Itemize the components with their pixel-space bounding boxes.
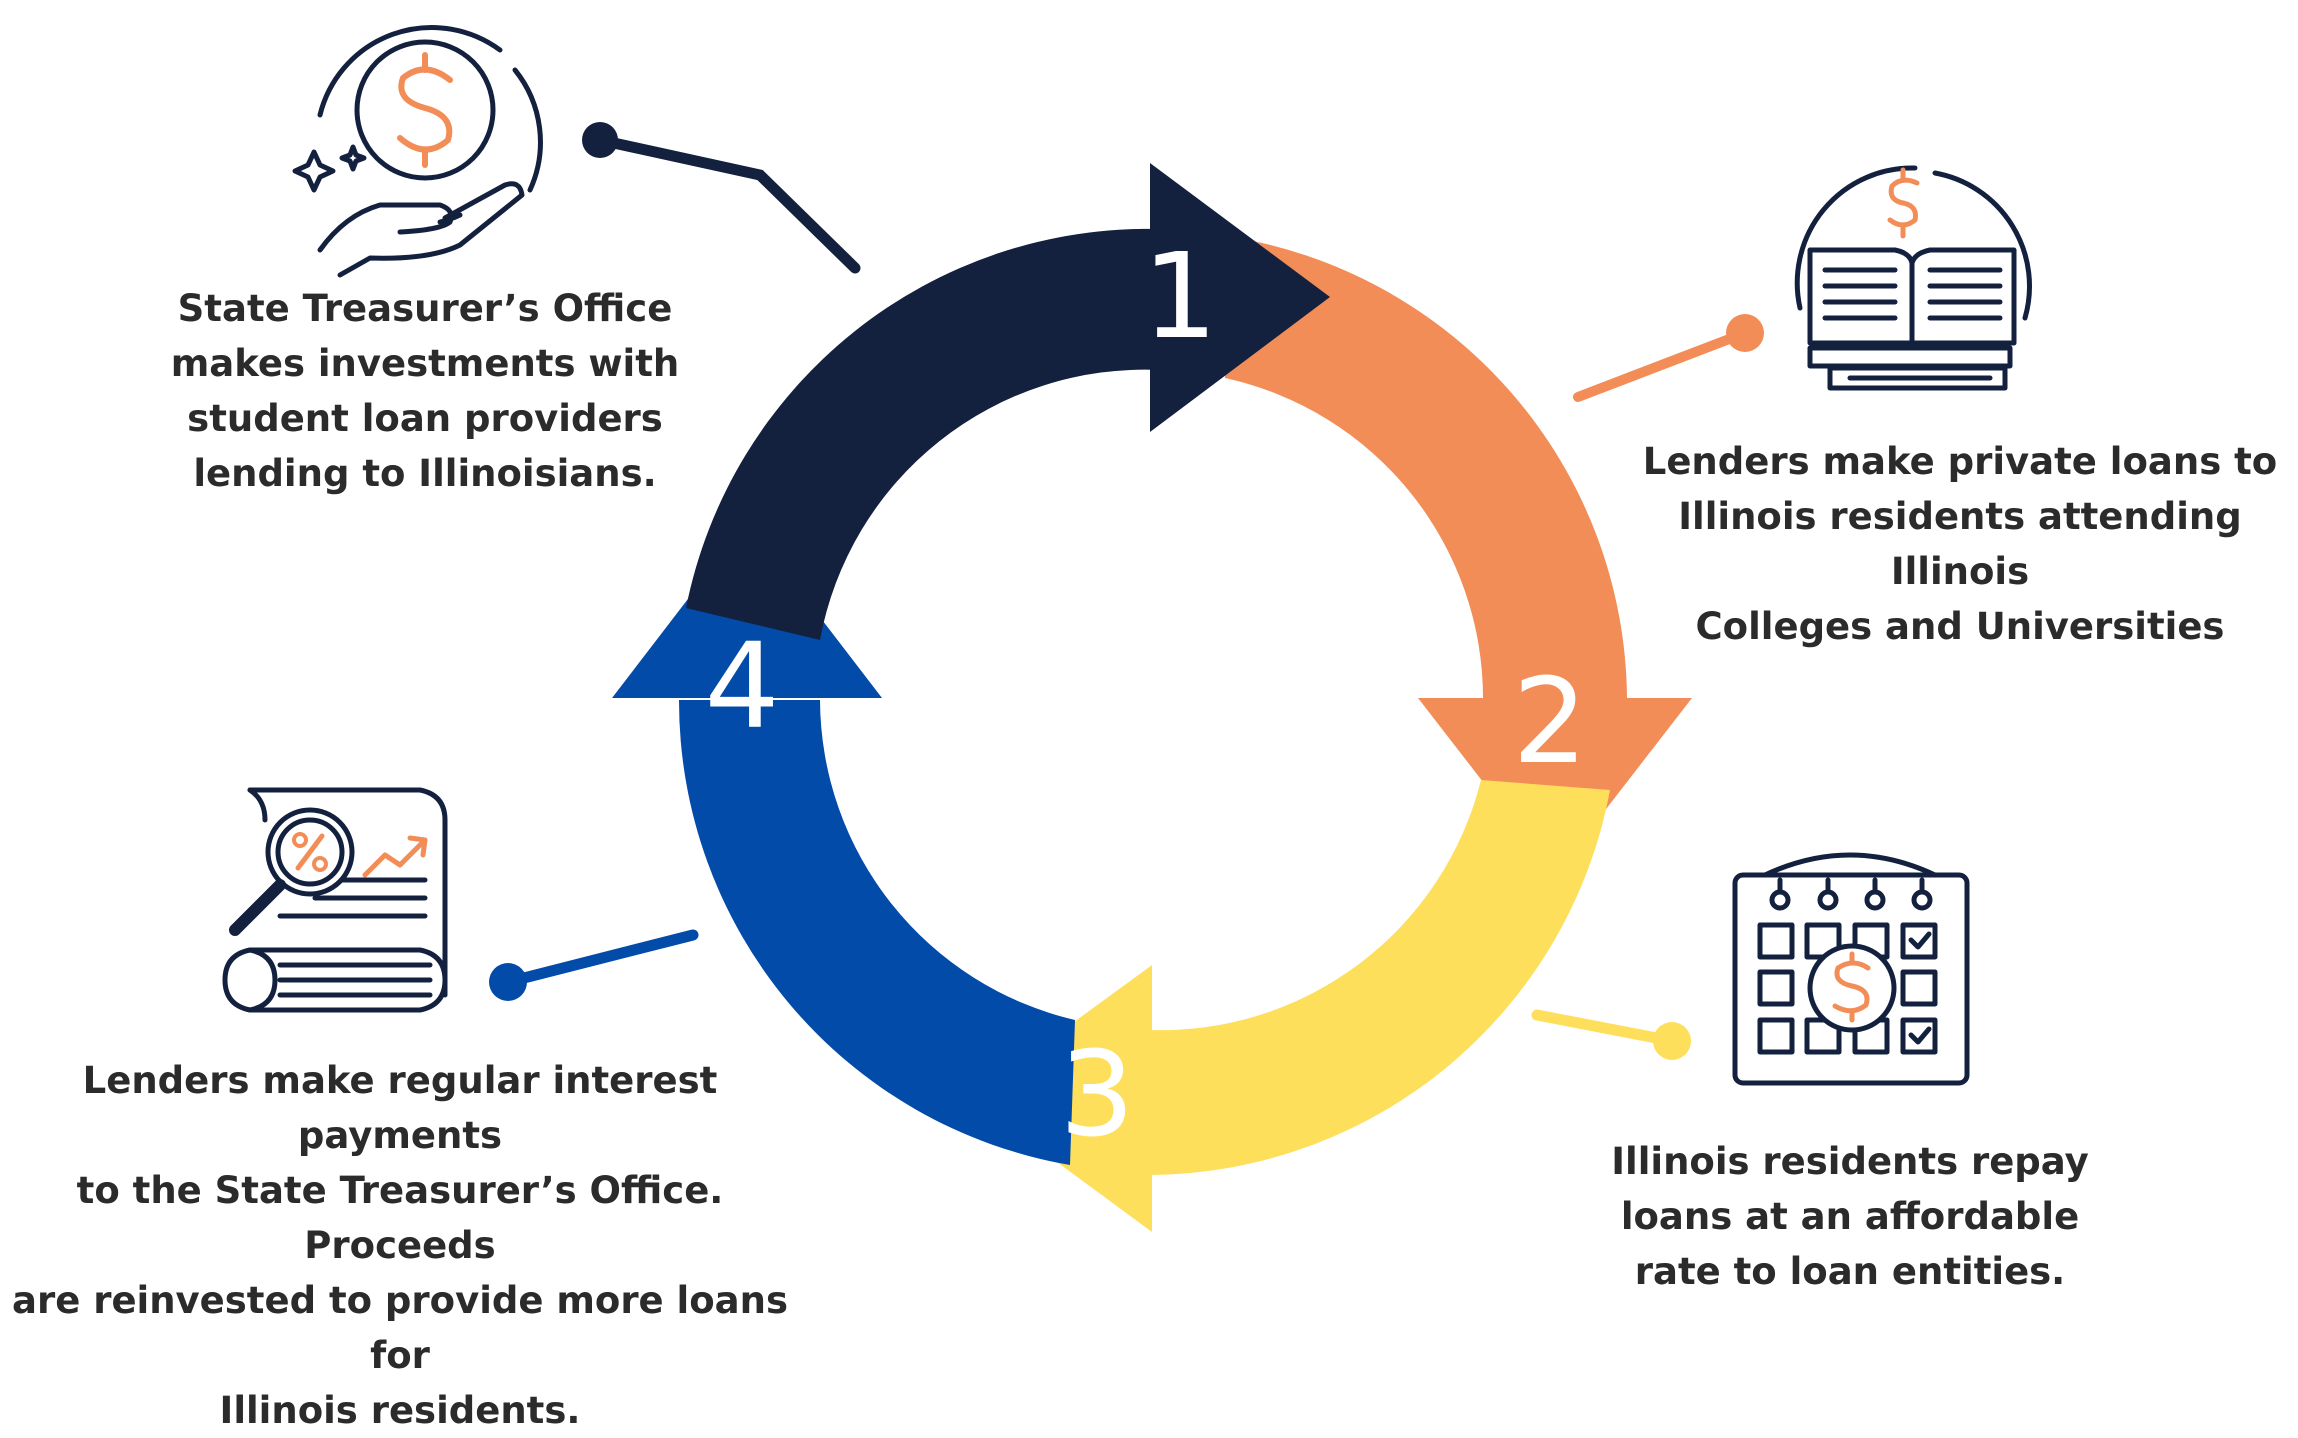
connector-4 bbox=[489, 929, 699, 1001]
step-number-4: 4 bbox=[704, 617, 779, 755]
hand-holding-coin-icon bbox=[292, 25, 543, 278]
step-number-3: 3 bbox=[1059, 1025, 1134, 1163]
cycle-arrow-1 bbox=[686, 163, 1330, 641]
step-3-caption: Illinois residents repay loans at an aff… bbox=[1611, 1140, 2089, 1293]
connector-2 bbox=[1573, 314, 1764, 402]
calendar-dollar-icon bbox=[1732, 852, 1970, 1086]
step-number-2: 2 bbox=[1512, 652, 1587, 790]
step-number-1: 1 bbox=[1142, 227, 1217, 365]
step-4-caption: Lenders make regular interest payments t… bbox=[12, 1059, 788, 1432]
step-2-caption: Lenders make private loans to Illinois r… bbox=[1642, 440, 2278, 648]
document-percent-magnifier-icon bbox=[222, 787, 448, 1013]
connector-1 bbox=[582, 122, 861, 274]
book-dollar-icon bbox=[1794, 165, 2032, 391]
step-1-caption: State Treasurer’s Office makes investmen… bbox=[170, 287, 680, 495]
connector-3 bbox=[1531, 1009, 1691, 1060]
